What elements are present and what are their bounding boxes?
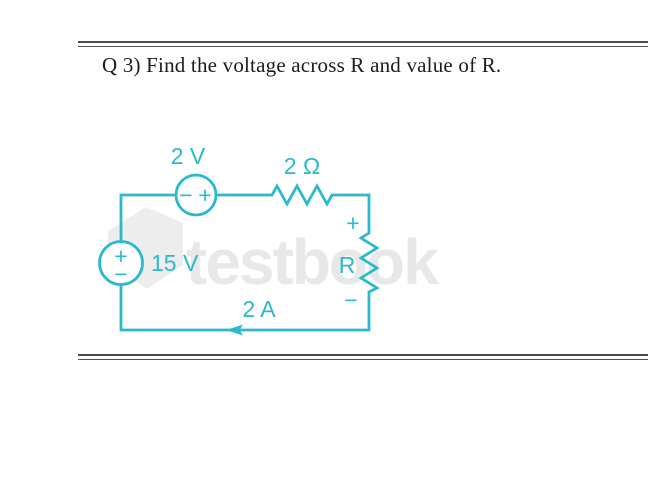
label-source-2v: 2 V [171,143,206,169]
source-2v-plus-mark: + [198,182,211,208]
circuit-diagram: testbook 2 V − + 2 Ω + − 15 V + R − 2 A [98,143,441,336]
voltage-source-15v [98,240,144,286]
circuit-labels: 2 V − + 2 Ω + − 15 V + R − 2 A [114,143,359,322]
source-2v-minus-mark: − [179,182,192,208]
label-resistor-2ohm: 2 Ω [284,153,320,179]
wire-loop [119,183,380,332]
top-divider [78,41,648,47]
source-15v-minus-mark: − [114,261,127,287]
voltage-source-2v [174,173,218,217]
label-current-2a: 2 A [242,296,276,322]
resistor-r-terminal-minus: − [344,287,357,313]
bottom-divider [78,354,648,360]
question-title: Q 3) Find the voltage across R and value… [102,53,502,77]
label-resistor-r: R [339,252,356,278]
circuit-wires [98,173,380,332]
label-source-15v: 15 V [151,250,199,276]
resistor-r-terminal-plus: + [346,210,359,236]
current-arrow-icon [226,324,243,336]
source-15v-plus-mark: + [114,243,127,269]
watermark: testbook [108,207,441,298]
watermark-text: testbook [186,226,439,298]
